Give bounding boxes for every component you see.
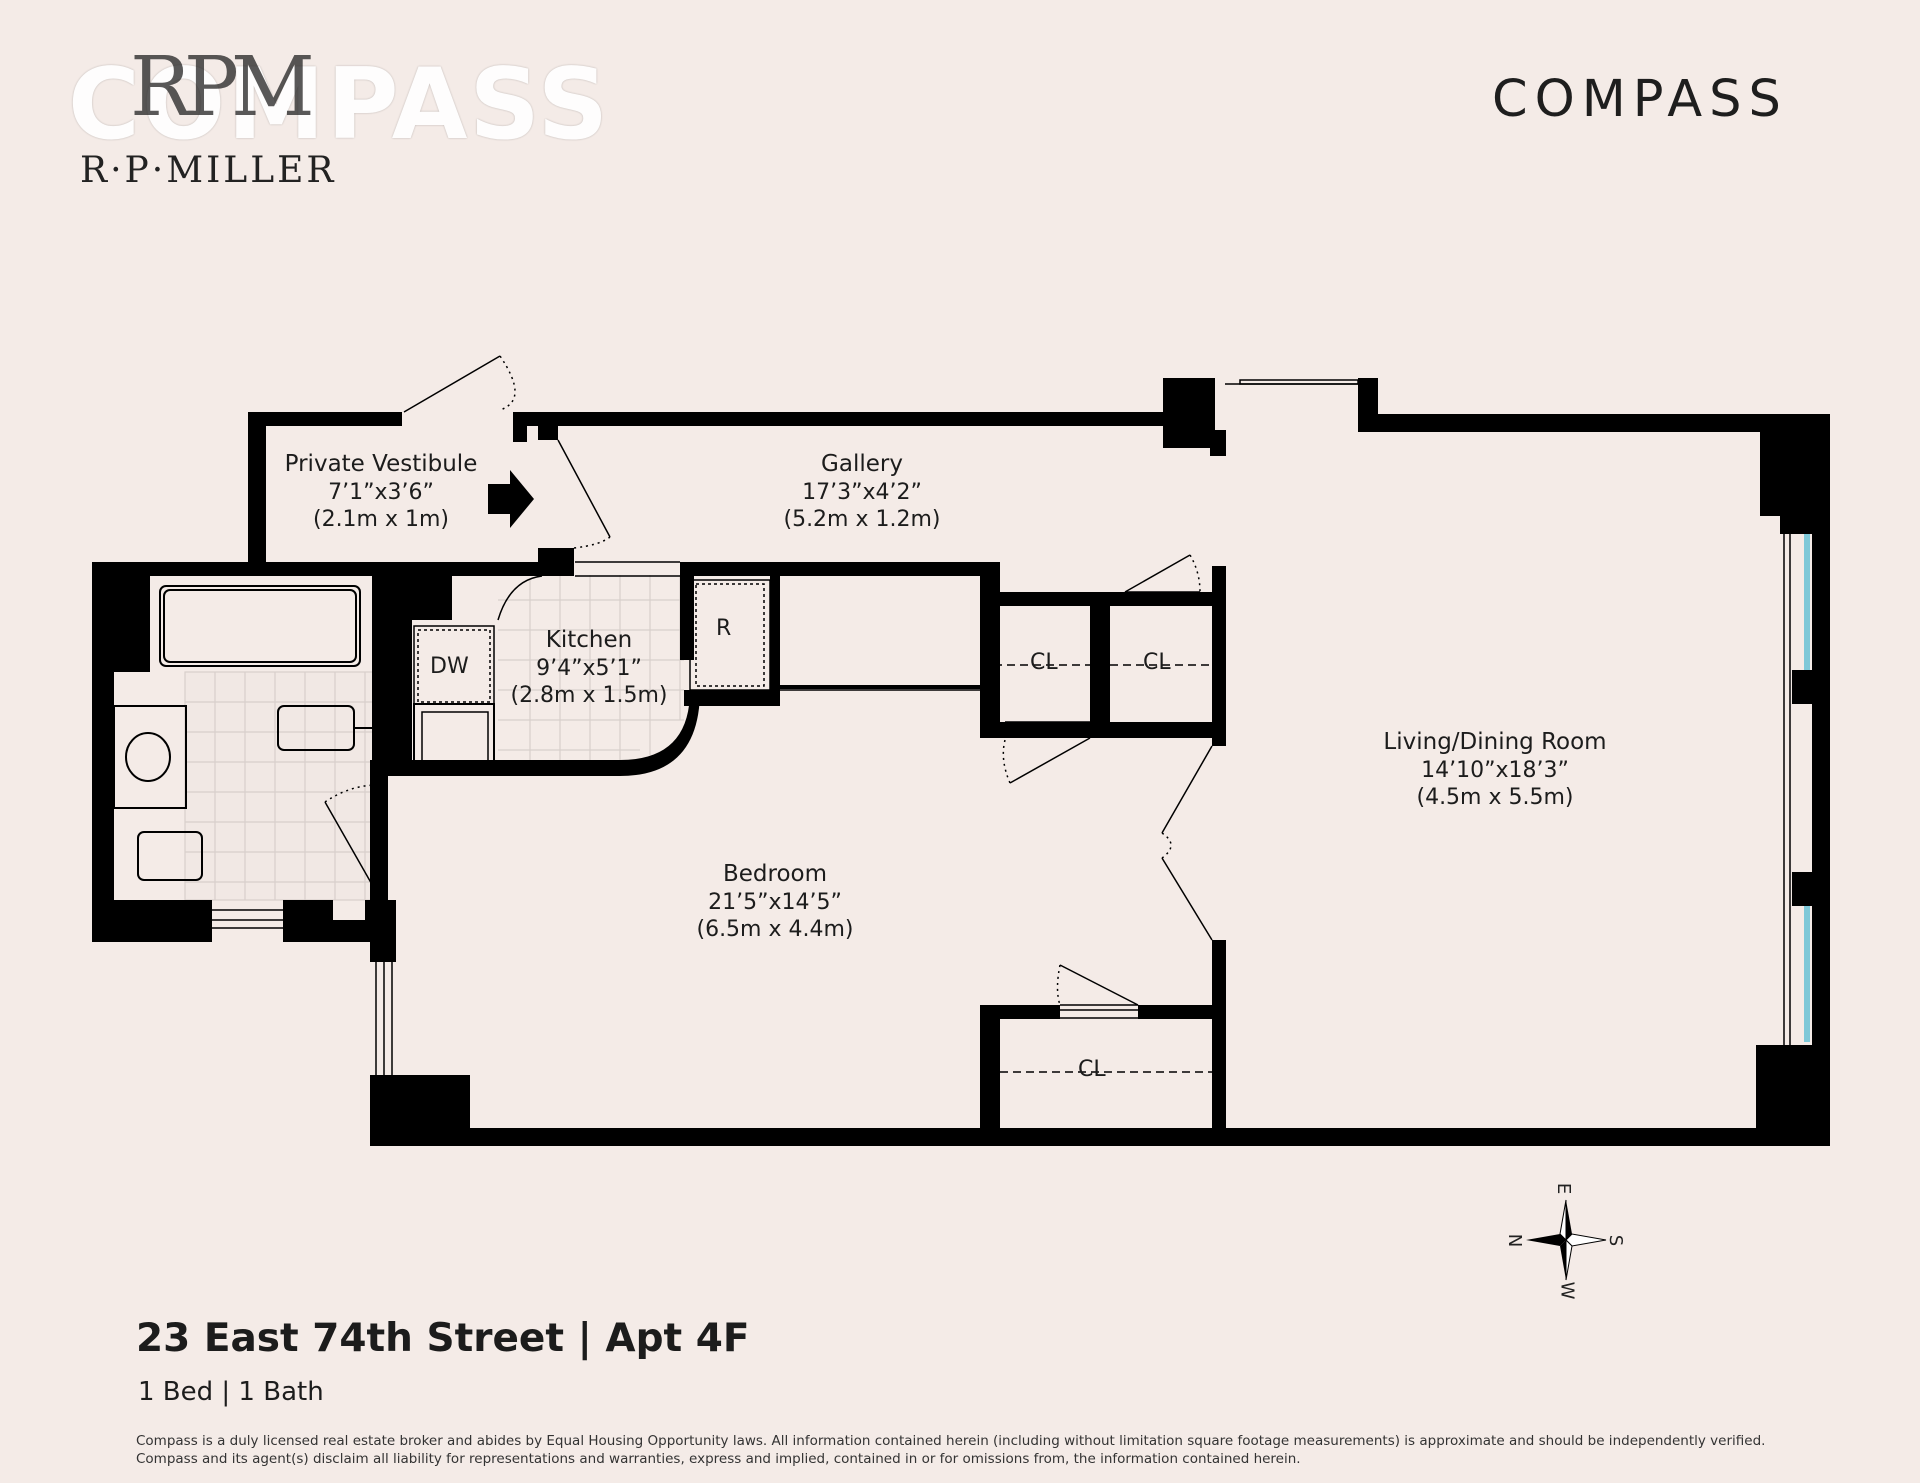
compass-west: W bbox=[1556, 1281, 1578, 1300]
kitchen-fixtures bbox=[413, 579, 771, 769]
disclaimer-line: Compass and its agent(s) disclaim all li… bbox=[136, 1451, 1301, 1467]
room-kitchen: Kitchen 9’4”x5’1” (2.8m x 1.5m) bbox=[498, 626, 680, 710]
disclaimer: Compass is a duly licensed real estate b… bbox=[136, 1432, 1816, 1468]
bath-fixtures bbox=[113, 585, 372, 881]
bathtub bbox=[159, 585, 361, 667]
disclaimer-line: Compass is a duly licensed real estate b… bbox=[136, 1433, 1766, 1449]
room-dimension-metric: (4.5m x 5.5m) bbox=[1416, 785, 1574, 811]
room-name: Living/Dining Room bbox=[1383, 729, 1607, 755]
listing-address: 23 East 74th Street | Apt 4F bbox=[136, 1316, 750, 1361]
rpm-wordmark: R·P·MILLER bbox=[80, 150, 337, 191]
toilet-tank bbox=[137, 831, 203, 881]
listing-summary: 1 Bed | 1 Bath bbox=[138, 1377, 324, 1407]
closet-label: CL bbox=[1078, 1057, 1106, 1082]
compass-north: N bbox=[1504, 1233, 1526, 1248]
room-dimension: 14’10”x18’3” bbox=[1421, 757, 1569, 783]
walls bbox=[92, 378, 1830, 1146]
thin-lines bbox=[212, 355, 1791, 1075]
dishwasher-label: DW bbox=[430, 654, 469, 679]
compass-rose: E W N S bbox=[1504, 1180, 1627, 1300]
room-bedroom: Bedroom 21’5”x14’5” (6.5m x 4.4m) bbox=[650, 860, 900, 944]
room-dimension: 9’4”x5’1” bbox=[536, 655, 642, 681]
closet-label: CL bbox=[1143, 650, 1171, 675]
room-name: Bedroom bbox=[722, 861, 828, 887]
compass-logo: COMPASS bbox=[1492, 70, 1788, 129]
windows-glass bbox=[1780, 516, 1824, 1042]
room-dimension-metric: (2.1m x 1m) bbox=[312, 507, 450, 533]
room-name: Kitchen bbox=[545, 627, 633, 653]
compass-east: E bbox=[1553, 1182, 1575, 1195]
refrigerator-label: R bbox=[716, 616, 732, 641]
entry-arrow-icon bbox=[488, 470, 534, 528]
room-name: Private Vestibule bbox=[284, 451, 478, 477]
sink-counter bbox=[113, 705, 187, 809]
closet-label: CL bbox=[1030, 650, 1058, 675]
room-vestibule: Private Vestibule 7’1”x3’6” (2.1m x 1m) bbox=[268, 450, 494, 534]
room-dimension-metric: (2.8m x 1.5m) bbox=[510, 683, 668, 709]
compass-south: S bbox=[1605, 1234, 1627, 1247]
rpm-monogram: RPM bbox=[130, 40, 315, 135]
room-gallery: Gallery 17’3”x4’2” (5.2m x 1.2m) bbox=[742, 450, 982, 534]
compass-watermark-logo: COMPASS bbox=[68, 48, 611, 162]
room-dimension-metric: (5.2m x 1.2m) bbox=[783, 507, 941, 533]
room-dimension: 17’3”x4’2” bbox=[802, 479, 922, 505]
room-living-dining: Living/Dining Room 14’10”x18’3” (4.5m x … bbox=[1360, 728, 1630, 812]
room-dimension-metric: (6.5m x 4.4m) bbox=[696, 917, 854, 943]
compass-star-icon bbox=[1526, 1199, 1607, 1281]
room-name: Gallery bbox=[821, 451, 903, 477]
room-dimension: 7’1”x3’6” bbox=[328, 479, 434, 505]
bathroom-tile-floor bbox=[184, 671, 379, 901]
room-dimension: 21’5”x14’5” bbox=[708, 889, 842, 915]
